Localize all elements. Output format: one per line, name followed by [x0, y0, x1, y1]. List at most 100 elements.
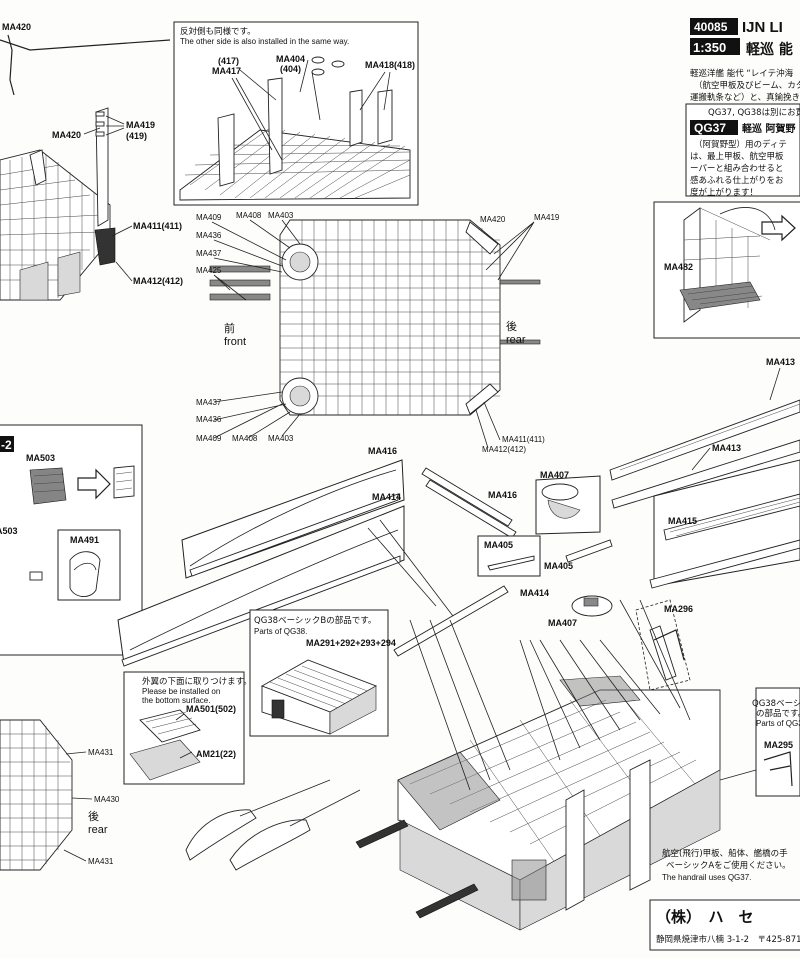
- label-ma431-bottom: MA431: [88, 857, 114, 866]
- label-ma412: MA412(412): [133, 276, 183, 286]
- qg-line-4: 感あふれる仕上がりをお: [690, 175, 784, 186]
- qg-line-5: 度が上がります！: [690, 187, 758, 198]
- callout-bottom-jp: 外翼の下面に取りつけます。: [142, 676, 252, 687]
- label-ma430: MA430: [94, 795, 120, 804]
- direction-front-jp: 前: [224, 321, 235, 335]
- label-ma437-bottom: MA437: [196, 398, 222, 407]
- callout-bottom-en1: Please be installed on: [142, 687, 220, 696]
- label-ma417: MA417: [212, 66, 241, 76]
- direction-rear-jp-bottom: 後: [88, 809, 99, 823]
- direction-rear-en: rear: [506, 334, 526, 346]
- desc-line-2: （航空甲板及びビーム、カタ: [694, 80, 800, 91]
- label-ma407: MA407: [548, 618, 577, 628]
- label-ma417-alt: (417): [218, 56, 239, 66]
- part-ma404-pieces: [311, 56, 345, 76]
- qg-line-2: は、最上甲板、航空甲板: [690, 151, 784, 162]
- direction-front-en: front: [224, 336, 246, 348]
- header-block: 40085 IJN LI 1:350 軽巡 能 軽巡洋艦 能代 “レイテ沖海 （…: [685, 18, 800, 198]
- product-title-jp: 軽巡 能: [746, 41, 793, 58]
- qg-line-3: ーパーと組み合わせると: [690, 163, 783, 174]
- label-ma415: MA415: [668, 516, 697, 526]
- label-ma419-alt: (419): [126, 131, 147, 141]
- label-ma408-bottom: MA408: [232, 434, 258, 443]
- label-ma404: MA404: [276, 54, 305, 64]
- label-ma431-top: MA431: [88, 748, 114, 757]
- label-ma405-box: MA405: [484, 540, 513, 550]
- footer-address: 静岡県焼津市八楠 3-1-2 〒425-8711: [656, 934, 800, 945]
- callout-bottom-surface: 外翼の下面に取りつけます。 Please be installed on the…: [123, 671, 252, 785]
- label-ma416-left: MA416: [368, 446, 397, 456]
- qg-title-jp: 軽巡 阿賀野: [742, 122, 795, 135]
- top-left-deck-assembly: MA420 MA420 MA419 (419) MA411(411) MA412…: [0, 22, 183, 301]
- qg-line-1: （阿賀野型）用のディテ: [694, 139, 787, 150]
- bottom-left-deck: MA431 MA430 MA431 後 rear: [0, 719, 120, 871]
- label-ma414: MA414: [520, 588, 549, 598]
- footer-company: （株） ハ セ: [656, 908, 754, 926]
- label-ma411: MA411(411): [133, 221, 182, 231]
- label-ma436-bottom: MA436: [196, 415, 222, 424]
- label-am21: AM21(22): [196, 749, 236, 759]
- direction-rear-jp: 後: [506, 319, 517, 333]
- qg-code: QG37: [694, 121, 726, 135]
- label-ma416: MA416: [488, 490, 517, 500]
- direction-rear-en-bottom: rear: [88, 824, 108, 836]
- product-code: 40085: [694, 20, 728, 34]
- label-ma409-top: MA409: [196, 213, 222, 222]
- product-title: IJN LI: [742, 19, 783, 36]
- callout-qg38-en: Parts of QG38.: [254, 627, 307, 636]
- label-ma411-plan: MA411(411): [502, 435, 545, 444]
- label-ma491: MA491: [70, 535, 99, 545]
- part-ma407-ma405-group: MA407 MA405 MA405 MA407: [477, 470, 613, 628]
- label-ma412-plan: MA412(412): [482, 445, 526, 454]
- footer-note-jp1: 航空(飛行)甲板、船体、艦橋の手: [662, 848, 788, 859]
- callout-other-side-en: The other side is also installed in the …: [180, 37, 349, 46]
- label-ma296: MA296: [664, 604, 693, 614]
- callout-other-side: 反対側も同様です。 The other side is also install…: [173, 21, 419, 206]
- label-ma407-top: MA407: [540, 470, 569, 480]
- qg-note: QG37, QG38は別にお買い: [708, 108, 800, 118]
- float-parts: [185, 779, 361, 871]
- label-ma409-bottom: MA409: [196, 434, 222, 443]
- callout-right-jp2: の部品です。: [756, 708, 800, 719]
- footer: 航空(飛行)甲板、船体、艦橋の手 ベーシックAをご使用ください。 The han…: [649, 848, 800, 951]
- label-ma418: MA418(418): [365, 60, 415, 70]
- part-ma419-clips: [95, 111, 105, 137]
- label-ma501: MA501(502): [186, 704, 236, 714]
- product-scale: 1:350: [693, 40, 726, 55]
- callout-other-side-jp: 反対側も同様です。: [180, 26, 256, 37]
- front-arrows: [209, 265, 271, 301]
- label-ma425: MA425: [196, 266, 222, 275]
- label-ma436-top: MA436: [196, 231, 222, 240]
- label-ma420-top: MA420: [2, 22, 31, 32]
- callout-right-jp1: QG38ベーシ: [752, 699, 800, 709]
- part-ma296-ma295-group: MA296 QG38ベーシ の部品です。 Parts of QG3 MA295: [635, 599, 800, 797]
- section-mark: -2: [1, 438, 12, 452]
- label-ma403-bottom: MA403: [268, 434, 294, 443]
- label-ma482: MA482: [664, 262, 693, 272]
- part-ma413-group: MA413 MA413 MA415: [609, 357, 800, 589]
- label-ma420: MA420: [52, 130, 81, 140]
- label-ma419: MA419: [126, 120, 155, 130]
- section-2-callout: -2 MA503 A503 MA491: [0, 424, 143, 656]
- footer-note-jp2: ベーシックAをご使用ください。: [666, 860, 791, 871]
- main-hull-assembly: [355, 599, 721, 931]
- label-ma419-plan: MA419: [534, 213, 560, 222]
- central-deck-plan: 前 front 後 rear MA409 MA408 MA403 MA436 M…: [196, 211, 560, 454]
- footer-note-en: The handrail uses QG37.: [662, 873, 751, 882]
- label-ma413: MA413: [712, 443, 741, 453]
- callout-qg38: QG38ベーシックBの部品です。 Parts of QG38. MA291+29…: [249, 609, 396, 737]
- label-ma414-left: MA414: [372, 492, 401, 502]
- label-ma404-alt: (404): [280, 64, 301, 74]
- label-ma413-top: MA413: [766, 357, 795, 367]
- label-ma295: MA295: [764, 740, 793, 750]
- ma482-callout: MA482: [653, 201, 800, 339]
- callout-qg38-jp: QG38ベーシックBの部品です。: [254, 615, 376, 626]
- rear-arrows: [499, 279, 541, 345]
- callout-bottom-en2: the bottom surface.: [142, 696, 210, 705]
- label-ma405: MA405: [544, 561, 573, 571]
- callout-right-en: Parts of QG3: [756, 719, 800, 728]
- desc-line-3: 運搬軌条など）と、真鍮挽き: [690, 92, 800, 103]
- callout-qg38-parts: MA291+292+293+294: [306, 638, 396, 648]
- label-ma408-top: MA408: [236, 211, 262, 220]
